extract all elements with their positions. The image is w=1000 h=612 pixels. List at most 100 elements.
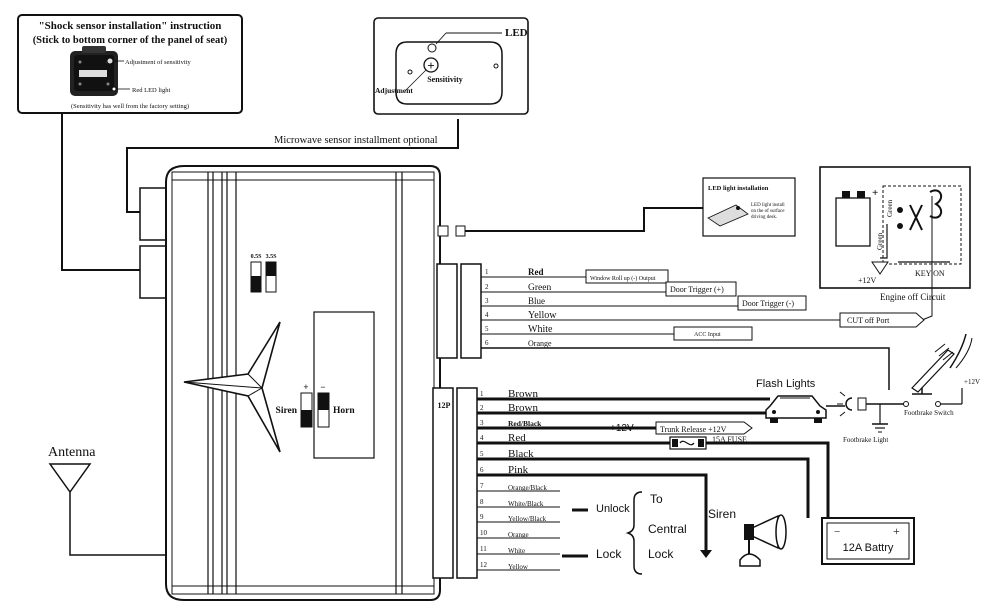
led-install-note: LED light install on the of surface driv… [751, 203, 786, 220]
jumper-minus-label: − [320, 382, 325, 392]
engine-plus-label: + [872, 187, 878, 199]
brake-pedal-icon [911, 349, 955, 393]
antenna: Antenna [48, 445, 167, 556]
lower-wire-num-6: 6 [480, 466, 484, 474]
lower-wire-color-8: White/Black [508, 500, 544, 508]
switch-3-5s-label: 3.5S [266, 254, 278, 260]
lower-wire-num-2: 2 [480, 404, 484, 412]
lower-wire-num-1: 1 [480, 390, 484, 398]
central-to-label: To [650, 492, 663, 506]
shock-led-label: Red LED light [132, 87, 170, 94]
lower-wire-color-3: Red/Black [508, 419, 542, 428]
upper-wire-color-3: Blue [528, 296, 545, 306]
lower-wire-num-9: 9 [480, 513, 484, 521]
lower-wire-num-10: 10 [480, 529, 488, 537]
engine-green-label-1: Green [886, 199, 894, 217]
led-indicator-icon [427, 43, 437, 53]
control-unit: 0.5S 3.5S + − Siren Horn 12P [139, 165, 482, 601]
upper-wire-color-6: Orange [528, 339, 552, 348]
upper-wire-color-1: Red [528, 267, 544, 277]
lower-wire-num-5: 5 [480, 450, 484, 458]
microwave-sensor-wire: Microwave sensor installment optional [126, 119, 459, 213]
lower-wire-num-3: 3 [480, 419, 484, 427]
red-led-icon [111, 86, 117, 92]
microwave-connector [139, 187, 169, 241]
lower-wire-num-4: 4 [480, 434, 484, 442]
upper-wire-num-6: 6 [485, 339, 489, 347]
brake-12v-label: +12V [964, 378, 980, 386]
battery-minus-label: − [834, 526, 840, 538]
central-lock-label: Lock [648, 547, 674, 561]
siren: Siren [700, 507, 787, 567]
cut-off-port-callout: CUT off Port [847, 316, 890, 325]
battery: − + 12A Battry [821, 517, 915, 565]
adjustment-label: Adjustment [375, 86, 413, 95]
lower-wire-color-9: Yellow/Black [508, 515, 547, 523]
lower-wire-color-12: Yellow [508, 563, 529, 571]
adjustment-knob-icon [423, 57, 439, 73]
lower-connector-socket [456, 387, 478, 579]
footbrake: Footbrake Light +12V Footbrake Switch [837, 333, 980, 444]
lower-wire-num-7: 7 [480, 482, 484, 490]
upper-wire-num-5: 5 [485, 325, 489, 333]
horn-jumper-label: Horn [333, 406, 355, 416]
relay-coil-icon [929, 189, 943, 219]
jumper-plus-label: + [303, 382, 308, 392]
key-on-label: KEY ON [915, 269, 945, 278]
upper-wire-num-3: 3 [485, 297, 489, 305]
lower-wire-num-8: 8 [480, 498, 484, 506]
upper-wire-num-1: 1 [485, 268, 489, 276]
shock-sensor-wire [61, 113, 146, 271]
sensitivity-led-label: LED [505, 27, 528, 39]
dashboard-icon [707, 204, 749, 227]
shock-sensor-title: "Shock sensor installation" instruction [39, 20, 222, 32]
shock-sensor-box: "Shock sensor installation" instruction … [17, 14, 243, 114]
sensitivity-knob-icon [106, 57, 114, 65]
fuse-label: 15A FUSE [712, 435, 747, 444]
lower-wire-color-7: Orange/Black [508, 484, 547, 492]
car-icon [765, 395, 827, 419]
central-lock: Unlock Lock To Central Lock [562, 491, 687, 575]
siren-label: Siren [708, 507, 736, 521]
door-trigger-pos-callout: Door Trigger (+) [670, 285, 724, 294]
window-rollup-callout: Window Roll up (-) Output [590, 275, 656, 282]
lower-wire-color-11: White [508, 547, 525, 555]
lower-wire-num-11: 11 [480, 545, 487, 553]
shock-sensor-connector [139, 245, 169, 299]
trunk-release-callout: Trunk Release +12V [660, 425, 727, 434]
footbrake-light-label: Footbrake Light [843, 436, 888, 444]
upper-connector-socket [460, 263, 482, 359]
footbrake-switch-label: Footbrake Switch [904, 409, 954, 417]
antenna-icon [48, 463, 92, 494]
antenna-label: Antenna [48, 445, 96, 460]
siren-horn-icon [751, 514, 779, 550]
trunk-release: +12V Trunk Release +12V 15A FUSE [610, 421, 753, 450]
unlock-label: Unlock [596, 503, 630, 515]
upper-connector-plug [436, 263, 458, 359]
battery-plus-label: + [893, 524, 900, 538]
engine-off-title: Engine off Circuit [880, 292, 946, 302]
connector-12p-label: 12P [438, 401, 451, 410]
engine-12v-label: +12V [858, 276, 877, 285]
lower-wire-color-6: Pink [508, 464, 529, 476]
battery-label: 12A Battry [843, 542, 894, 554]
shock-adjust-label: Adjustment of sensitivity [125, 59, 191, 66]
microwave-label: Microwave sensor installment optional [274, 135, 438, 146]
engine-green-label-2: Green [876, 232, 884, 250]
lower-wire-color-4: Red [508, 432, 526, 444]
lower-wire-color-5: Black [508, 448, 534, 460]
led-install-box: LED light installation LED light install… [465, 177, 796, 237]
switch-0-5s-label: 0.5S [251, 254, 263, 260]
lower-wire-num-12: 12 [480, 561, 488, 569]
led-install-title: LED light installation [708, 185, 769, 192]
shock-sensor-subtitle: (Stick to bottom corner of the panel of … [33, 35, 228, 46]
trunk-12v-label: +12V [610, 423, 634, 434]
flash-lights: Flash Lights [756, 378, 845, 423]
lower-connector-plug [432, 387, 454, 579]
upper-wire-color-2: Green [528, 283, 551, 293]
shock-sensor-note: (Sensitivity has well from the factory s… [71, 103, 189, 110]
central-label: Central [648, 522, 687, 536]
acc-input-callout: ACC Input [694, 332, 721, 338]
upper-wire-color-4: Yellow [528, 310, 557, 321]
